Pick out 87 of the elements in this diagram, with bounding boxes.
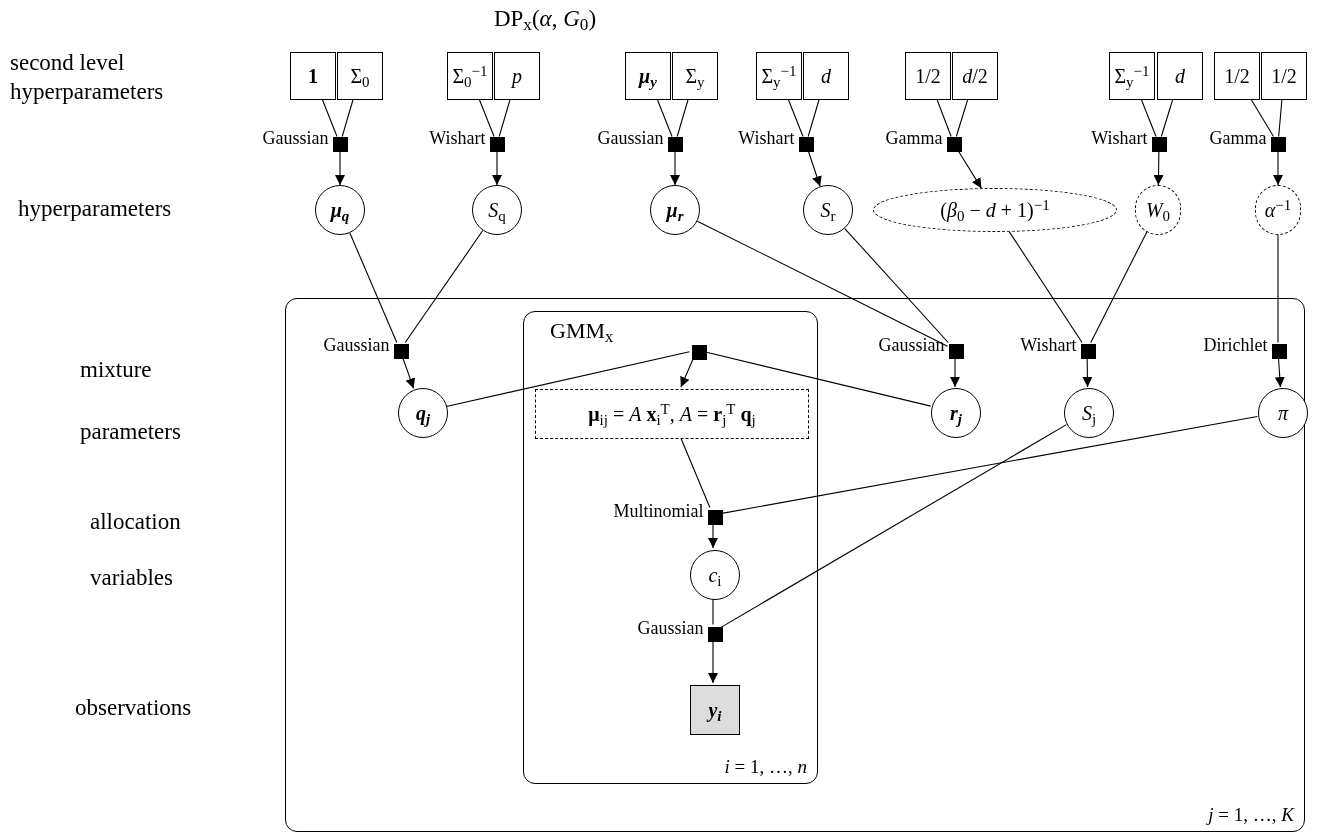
connector-line: [478, 99, 495, 138]
connector-line: [657, 99, 673, 138]
factor-square: [1080, 343, 1096, 359]
factor-label: Wishart: [1020, 334, 1077, 355]
factor-label: Gaussian: [637, 617, 704, 638]
connector-line: [1277, 234, 1279, 344]
parameter-box: p: [494, 52, 540, 100]
row-label: second level hyperparameters: [10, 50, 164, 104]
connector-line: [1141, 99, 1157, 138]
arrow: [492, 150, 502, 186]
arrow: [950, 356, 960, 388]
row-label: mixture: [80, 357, 152, 382]
connector-line: [1090, 231, 1148, 344]
connector-line: [404, 230, 484, 344]
observed-variable-box: y$_{i}$: [690, 685, 740, 735]
factor-square: [948, 343, 964, 359]
connector-line: [1160, 99, 1174, 138]
connector-line: [696, 220, 949, 347]
plate-title: DP$_{x}$(α, G$_{0}$): [493, 6, 597, 31]
factor-square: [1271, 343, 1287, 359]
factor-square: [332, 136, 348, 152]
factor-square: [707, 626, 723, 642]
factor-label: Dirichlet: [1203, 334, 1268, 355]
factor-label: Wishart: [1091, 127, 1148, 148]
arrow: [1273, 150, 1283, 186]
parameter-box: Σ$_{y}$: [672, 52, 718, 100]
dashed-variable-ellipse: (β$_{0}$ − d + 1)$^{−1}$: [873, 188, 1117, 232]
factor-label: Gaussian: [597, 127, 664, 148]
factor-square: [691, 344, 707, 360]
factor-square: [667, 136, 683, 152]
factor-label: Gamma: [885, 127, 943, 148]
row-label: parameters: [80, 419, 181, 444]
plate-label: GMM$_{x}$: [550, 318, 614, 343]
connector-line: [1008, 231, 1083, 344]
connector-line: [321, 99, 338, 138]
factor-label: Wishart: [429, 127, 486, 148]
connector-line: [676, 99, 689, 138]
factor-square: [946, 136, 962, 152]
parameter-box: 1/2: [1261, 52, 1307, 100]
factor-square: [1270, 136, 1286, 152]
row-label: observations: [75, 695, 192, 720]
plate-frame: [523, 311, 818, 784]
connector-line: [719, 424, 1067, 629]
factor-label: Gaussian: [323, 334, 390, 355]
plate-label: j = 1, …, K: [1208, 804, 1294, 825]
plate-frame: [285, 298, 1305, 832]
row-label: hyperparameters: [18, 196, 172, 221]
parameter-box: Σ$_{0}$: [337, 52, 383, 100]
connector-line: [1250, 99, 1275, 138]
factor-label: Gaussian: [878, 334, 945, 355]
factor-square: [1151, 136, 1167, 152]
factor-label: Gamma: [1209, 127, 1267, 148]
factor-square: [798, 136, 814, 152]
arrow: [958, 150, 982, 189]
connector-line: [788, 99, 804, 138]
parameter-box: d: [803, 52, 849, 100]
arrow: [1153, 150, 1164, 186]
parameter-box: d/2: [952, 52, 998, 100]
arrow: [670, 150, 680, 186]
factor-square: [707, 509, 723, 525]
factor-label: Wishart: [738, 127, 795, 148]
parameter-box: 1/2: [905, 52, 951, 100]
connector-line: [807, 99, 820, 138]
parameter-box: 1/2: [1214, 52, 1260, 100]
connector-line: [844, 227, 949, 344]
arrow: [402, 356, 415, 389]
factor-square: [393, 343, 409, 359]
connector-line: [341, 99, 354, 138]
arrow: [807, 150, 822, 187]
row-label: variables: [90, 565, 173, 590]
connector-line: [498, 99, 511, 138]
plate-label: i = 1, …, n: [724, 756, 807, 777]
connector-line: [936, 99, 952, 138]
factor-label: Multinomial: [613, 500, 704, 521]
connector-line: [349, 232, 398, 344]
arrow: [1274, 356, 1285, 388]
arrow: [335, 150, 345, 186]
factor-label: Gaussian: [262, 127, 329, 148]
parameter-box: μ$_{y}$: [625, 52, 671, 100]
connector-line: [1278, 99, 1283, 138]
factor-square: [489, 136, 505, 152]
connector-line: [955, 99, 969, 138]
parameter-box: 1: [290, 52, 336, 100]
arrow: [1082, 356, 1093, 388]
parameter-box: d: [1157, 52, 1203, 100]
deterministic-box: μ$_{ij}$ = A x$_{i}$$^{T}$, A = r$_{j}$$^{T}$ q$_{j}$: [535, 389, 809, 439]
row-label: allocation: [90, 509, 181, 534]
